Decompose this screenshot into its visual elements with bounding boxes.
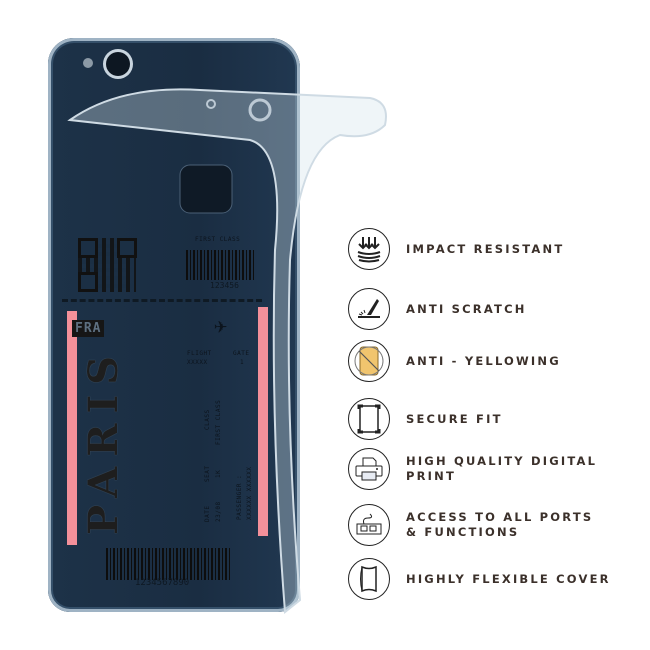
impact-arrows-icon: [348, 228, 390, 270]
gate-label: GATE: [233, 350, 250, 357]
case-corners-icon: [348, 398, 390, 440]
barcode-number: 1234567890: [135, 578, 190, 588]
ticket-class: FIRST CLASS: [195, 236, 241, 243]
airplane-icon: ✈: [214, 314, 228, 339]
pink-stripe-left: [67, 311, 77, 545]
feature-anti-scratch: ANTI SCRATCH: [348, 288, 648, 330]
feature-label-line2: & FUNCTIONS: [406, 525, 520, 539]
top-barcode: [186, 250, 256, 280]
feature-ports-access: ACCESS TO ALL PORTS& FUNCTIONS: [348, 504, 648, 546]
blade-scratch-icon: [348, 288, 390, 330]
qr-finder: [78, 272, 98, 292]
passenger-label: PASSENGER :: [236, 474, 243, 520]
feature-digital-print: HIGH QUALITY DIGITAL PRINT: [348, 448, 648, 490]
date-value: 23/08: [215, 501, 222, 522]
feature-anti-yellowing: ANTI - YELLOWING: [348, 340, 648, 382]
seat-value: 1K: [215, 469, 222, 478]
feature-secure-fit: SECURE FIT: [348, 398, 648, 440]
flight-value: XXXXX: [187, 359, 208, 366]
class-value: FIRST CLASS: [215, 399, 222, 445]
feature-label: ANTI SCRATCH: [406, 301, 527, 316]
flash-icon: [83, 58, 93, 68]
feature-label: SECURE FIT: [406, 411, 503, 426]
class-label: CLASS: [204, 409, 211, 430]
seat-label: SEAT: [204, 465, 211, 482]
printer-icon: [348, 448, 390, 490]
flexible-cover-icon: [348, 558, 390, 600]
origin-code: FRA: [72, 320, 105, 337]
qr-finder: [78, 238, 98, 258]
feature-label: ACCESS TO ALL PORTS& FUNCTIONS: [406, 510, 593, 540]
bottom-barcode: [106, 548, 230, 580]
feature-label-line1: ACCESS TO ALL PORTS: [406, 510, 594, 524]
destination-text: PARIS: [80, 345, 127, 535]
feature-impact-resistant: IMPACT RESISTANT: [348, 228, 648, 270]
perforation-line: [62, 299, 262, 302]
qr-finder: [117, 238, 137, 258]
gate-value: 1: [240, 359, 245, 366]
ports-icon: [348, 504, 390, 546]
passenger-value: XXXXXX XXXXXX: [246, 466, 253, 520]
feature-flexible-cover: HIGHLY FLEXIBLE COVER: [348, 558, 648, 600]
pink-stripe-right: [258, 307, 268, 536]
ticket-number: 123456: [210, 281, 239, 290]
date-label: DATE: [204, 505, 211, 522]
feature-label: IMPACT RESISTANT: [406, 241, 565, 256]
feature-label: HIGHLY FLEXIBLE COVER: [406, 571, 611, 586]
feature-label: ANTI - YELLOWING: [406, 353, 561, 368]
feature-label: HIGH QUALITY DIGITAL PRINT: [406, 454, 598, 483]
flight-label: FLIGHT: [187, 350, 212, 357]
no-yellow-icon: [348, 340, 390, 382]
camera-lens-icon: [106, 52, 130, 76]
